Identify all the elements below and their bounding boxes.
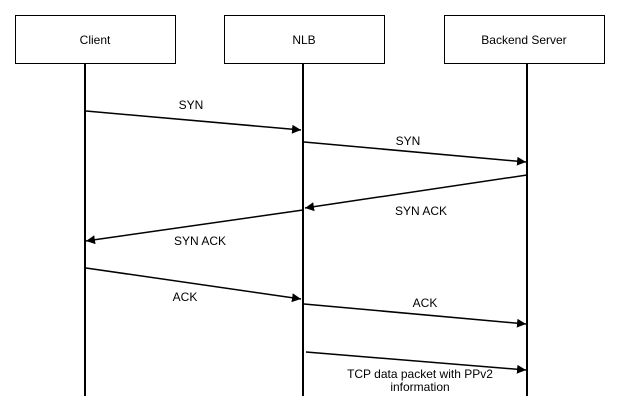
participant-client: Client	[15, 15, 176, 64]
message-label: ACK	[413, 296, 438, 310]
message-arrow	[85, 110, 302, 134]
message-arrow	[303, 141, 527, 166]
message-arrow	[304, 174, 528, 212]
message-arrow	[85, 209, 304, 245]
participant-backend: Backend Server	[444, 15, 605, 64]
message-arrow	[85, 267, 302, 303]
message-tcp-data-nlb-to-backend: TCP data packet with PPv2 information	[305, 351, 527, 394]
message-label: SYN ACK	[174, 234, 226, 248]
message-label: SYN	[179, 98, 204, 112]
participant-backend-label: Backend Server	[481, 33, 566, 47]
message-synack-nlb-to-client: SYN ACK	[85, 209, 304, 248]
message-label-wrapper: TCP data packet with PPv2 information	[347, 368, 493, 394]
participant-nlb-label: NLB	[292, 33, 315, 47]
message-synack-backend-to-nlb: SYN ACK	[304, 174, 528, 218]
message-arrow	[303, 303, 527, 328]
message-label: TCP data packet with PPv2 information	[347, 368, 493, 394]
message-arrow	[305, 351, 527, 374]
message-label: SYN	[396, 134, 421, 148]
participant-client-label: Client	[80, 33, 111, 47]
message-syn-nlb-to-backend: SYN	[303, 134, 527, 166]
message-label: SYN ACK	[395, 204, 447, 218]
message-ack-nlb-to-backend: ACK	[303, 296, 527, 328]
message-label: ACK	[173, 290, 198, 304]
message-syn-client-to-nlb: SYN	[85, 98, 302, 134]
participant-nlb: NLB	[224, 15, 385, 64]
message-ack-client-to-nlb: ACK	[85, 267, 302, 304]
